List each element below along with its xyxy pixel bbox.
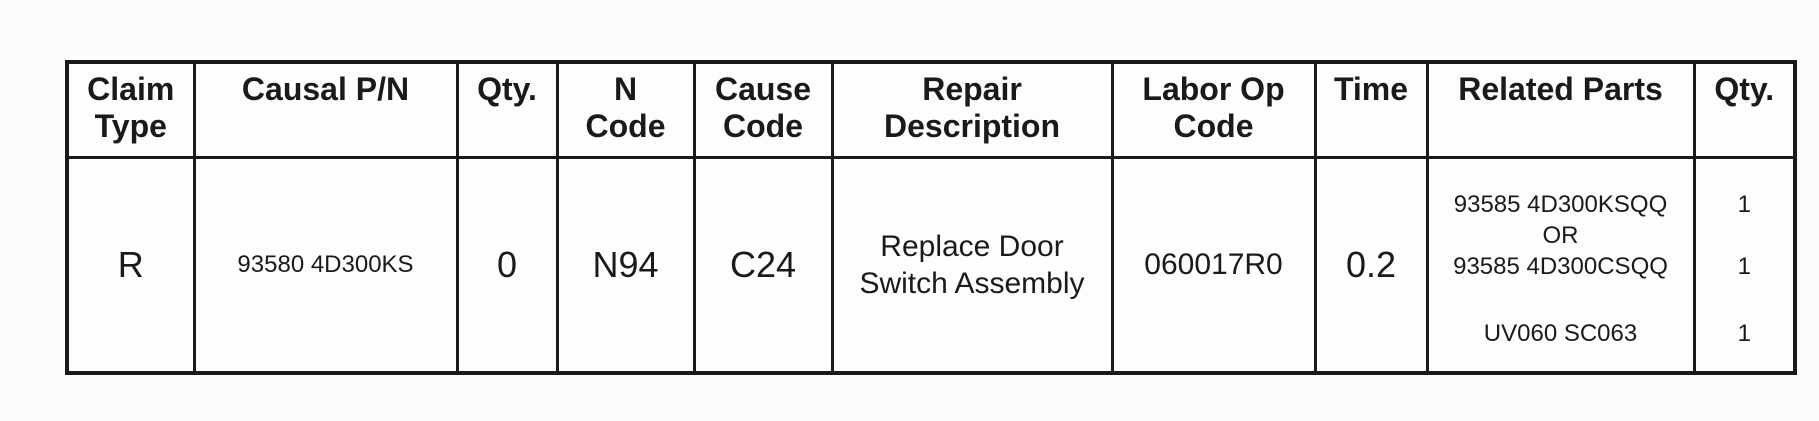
- header-related-qty: Qty.: [1692, 60, 1797, 159]
- cell-labor-op-code: 060017R0: [1110, 155, 1317, 375]
- related-part-3-qty: 1: [1737, 319, 1751, 347]
- cell-cause-code: C24: [692, 155, 834, 375]
- header-causal-pn: Causal P/N: [192, 60, 459, 159]
- cell-related-parts: 93585 4D300KSQQ OR 93585 4D300CSQQ UV060…: [1425, 155, 1696, 375]
- related-part-1-qty: 1: [1737, 190, 1751, 218]
- related-part-1: 93585 4D300KSQQ: [1453, 190, 1668, 218]
- header-time: Time: [1313, 60, 1429, 159]
- header-related-parts: Related Parts: [1425, 60, 1696, 159]
- header-qty: Qty.: [455, 60, 559, 159]
- cell-related-qty: 1 1 1: [1692, 155, 1797, 375]
- cell-time: 0.2: [1313, 155, 1429, 375]
- cell-claim-type: R: [65, 155, 196, 375]
- related-part-or-qty: [1697, 220, 1792, 251]
- related-part-2: 93585 4D300CSQQ: [1453, 252, 1668, 280]
- related-part-3: UV060 SC063: [1483, 319, 1638, 347]
- cell-causal-pn: 93580 4D300KS: [192, 155, 459, 375]
- related-part-or: OR: [1542, 221, 1579, 249]
- related-part-2-qty: 1: [1737, 252, 1751, 280]
- cell-n-code: N94: [555, 155, 696, 375]
- cell-qty: 0: [455, 155, 559, 375]
